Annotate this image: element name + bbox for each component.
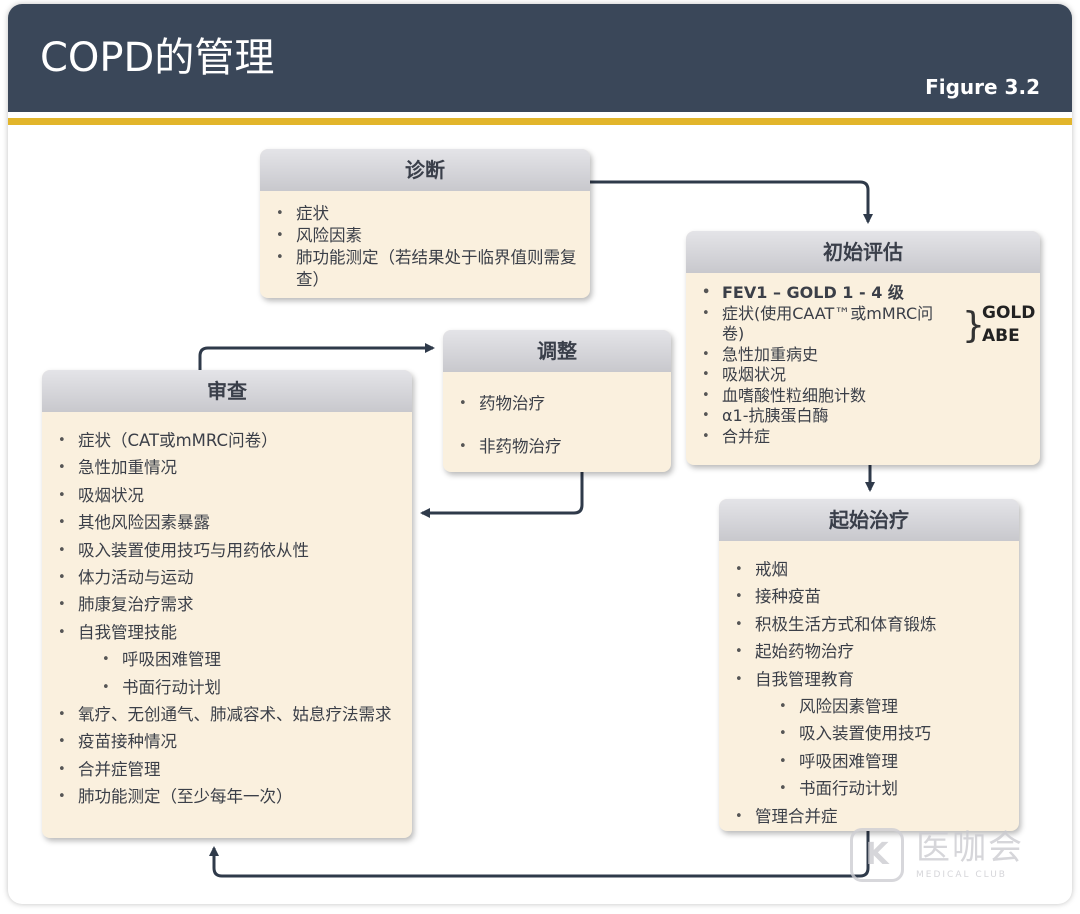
diagnosis-title: 诊断 xyxy=(260,149,590,191)
treatment-item: 接种疫苗 xyxy=(719,583,1019,611)
review-item: 吸入装置使用技巧与用药依从性 xyxy=(42,537,412,565)
accent-divider xyxy=(8,118,1072,125)
diagnosis-box: 诊断 症状 风险因素 肺功能测定（若结果处于临界值则需复查） xyxy=(260,149,590,298)
assessment-item: 急性加重病史 xyxy=(686,345,1040,366)
treatment-item: 管理合并症 xyxy=(719,803,1019,831)
initial-assessment-title: 初始评估 xyxy=(686,231,1040,273)
review-item: 氧疗、无创通气、肺减容术、姑息疗法需求 xyxy=(42,701,412,729)
assessment-item: 吸烟状况 xyxy=(686,365,1040,386)
adjust-item: 药物治疗 xyxy=(443,382,671,425)
review-item: 体力活动与运动 xyxy=(42,564,412,592)
treatment-subitem: 吸入装置使用技巧 xyxy=(719,720,1019,748)
arrow-treatment-to-review xyxy=(209,831,870,878)
treatment-item: 起始药物治疗 xyxy=(719,638,1019,666)
review-item: 自我管理技能 xyxy=(42,619,412,647)
abe-label: ABE xyxy=(982,326,1020,346)
arrow-adjust-to-review xyxy=(420,472,584,518)
brace-icon: } xyxy=(962,305,985,346)
assessment-item: 症状(使用CAAT™或mMRC问卷) xyxy=(686,304,1040,345)
review-box: 审查 症状（CAT或mMRC问卷） 急性加重情况 吸烟状况 其他风险因素暴露 吸… xyxy=(42,370,412,838)
adjust-item: 非药物治疗 xyxy=(443,425,671,468)
review-item: 疫苗接种情况 xyxy=(42,728,412,756)
review-title: 审查 xyxy=(42,370,412,412)
assessment-item: 合并症 xyxy=(686,427,1040,448)
treatment-item: 自我管理教育 xyxy=(719,666,1019,694)
page-title: COPD的管理 xyxy=(40,35,275,81)
adjust-box: 调整 药物治疗 非药物治疗 xyxy=(443,330,671,472)
review-item: 症状（CAT或mMRC问卷） xyxy=(42,427,412,455)
review-item: 吸烟状况 xyxy=(42,482,412,510)
initial-treatment-title: 起始治疗 xyxy=(719,499,1019,541)
gold-abe-label: } GOLD ABE xyxy=(962,302,1038,352)
treatment-item: 戒烟 xyxy=(719,556,1019,584)
treatment-item: 积极生活方式和体育锻炼 xyxy=(719,611,1019,639)
initial-treatment-box: 起始治疗 戒烟 接种疫苗 积极生活方式和体育锻炼 起始药物治疗 自我管理教育 风… xyxy=(719,499,1019,831)
figure-label: Figure 3.2 xyxy=(925,75,1040,99)
treatment-subitem: 书面行动计划 xyxy=(719,775,1019,803)
treatment-subitem: 风险因素管理 xyxy=(719,693,1019,721)
diagnosis-item: 症状 xyxy=(260,203,590,225)
treatment-subitem: 呼吸困难管理 xyxy=(719,748,1019,776)
arrow-review-to-adjust xyxy=(198,343,435,370)
review-subitem: 呼吸困难管理 xyxy=(42,646,412,674)
diagnosis-item: 肺功能测定（若结果处于临界值则需复查） xyxy=(260,247,590,291)
assessment-item: FEV1 – GOLD 1 - 4 级 xyxy=(686,283,1040,304)
adjust-title: 调整 xyxy=(443,330,671,372)
review-subitem: 书面行动计划 xyxy=(42,674,412,702)
assessment-item: 血嗜酸性粒细胞计数 xyxy=(686,386,1040,407)
gold-label: GOLD xyxy=(982,303,1036,323)
watermark-text: 医咖会 xyxy=(916,828,1024,868)
review-item: 急性加重情况 xyxy=(42,454,412,482)
arrow-diagnosis-to-assessment xyxy=(590,180,873,224)
assessment-item: α1-抗胰蛋白酶 xyxy=(686,406,1040,427)
initial-assessment-box: 初始评估 FEV1 – GOLD 1 - 4 级 症状(使用CAAT™或mMRC… xyxy=(686,231,1040,465)
diagnosis-item: 风险因素 xyxy=(260,225,590,247)
review-item: 肺功能测定（至少每年一次） xyxy=(42,783,412,811)
review-item: 肺康复治疗需求 xyxy=(42,591,412,619)
review-item: 其他风险因素暴露 xyxy=(42,509,412,537)
header-bar: COPD的管理 Figure 3.2 xyxy=(8,4,1072,112)
watermark: K 医咖会 MEDICAL CLUB xyxy=(850,826,1050,886)
watermark-subtext: MEDICAL CLUB xyxy=(916,870,1007,880)
review-item: 合并症管理 xyxy=(42,756,412,784)
watermark-logo-icon: K xyxy=(850,828,904,882)
